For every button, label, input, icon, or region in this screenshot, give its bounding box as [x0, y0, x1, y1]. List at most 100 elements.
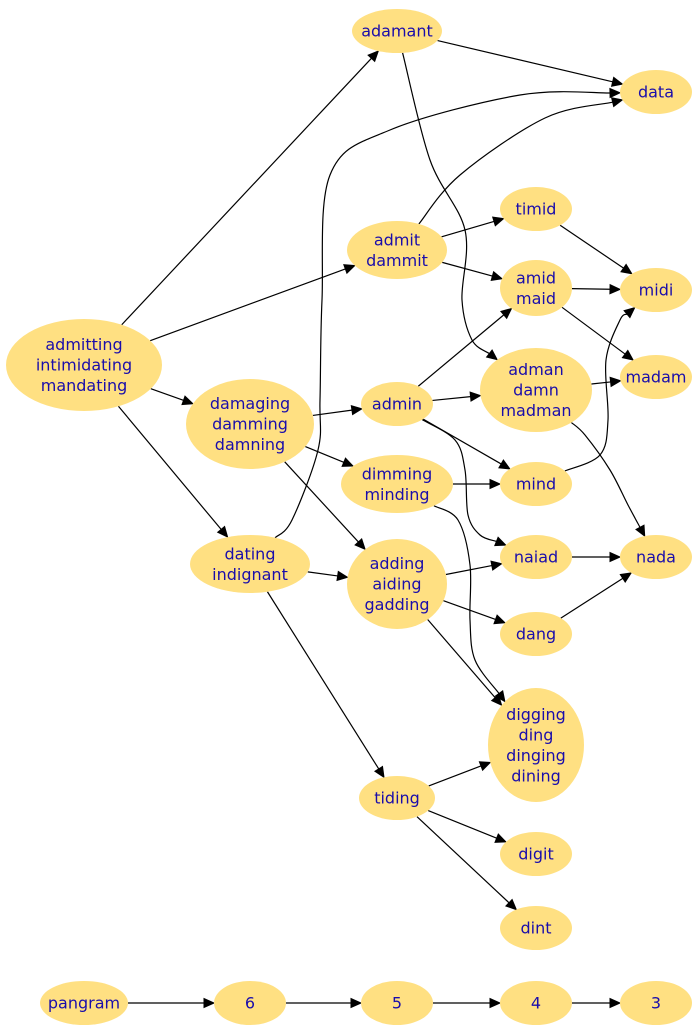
- edge-line: [428, 765, 482, 787]
- edge-dating-to-data: [274, 87, 622, 539]
- node-label: admin: [372, 395, 422, 414]
- node-label: admitting: [45, 335, 122, 354]
- node-label: ding: [519, 725, 554, 744]
- arrowhead: [494, 833, 508, 843]
- node-ellipse: [480, 348, 592, 432]
- node-ellipse: [620, 268, 692, 312]
- edge-dating-to-tiding: [266, 591, 385, 779]
- edge-line: [442, 261, 493, 277]
- node-label: 3: [651, 994, 661, 1013]
- node-label: admit: [374, 230, 420, 249]
- node-label: damning: [215, 435, 285, 454]
- edge-admit-to-amid: [442, 261, 504, 282]
- node-data: data: [620, 70, 692, 114]
- node-pangram: pangram: [40, 981, 128, 1025]
- node-label: midi: [639, 281, 674, 300]
- node-mind: mind: [500, 462, 572, 506]
- edges-layer: [117, 39, 646, 1009]
- arrowhead: [498, 459, 511, 470]
- node-nada: nada: [620, 535, 692, 579]
- arrowhead: [610, 76, 624, 87]
- arrowhead: [489, 478, 502, 490]
- edge-admin-to-naiad: [421, 419, 507, 547]
- node-label: madam: [626, 368, 687, 387]
- arrowhead: [621, 349, 635, 361]
- edge-tiding-to-dint: [416, 816, 518, 911]
- edge-line: [307, 571, 338, 577]
- edge-timid-to-midi: [559, 224, 633, 275]
- node-label: damaging: [210, 394, 290, 413]
- edge-line: [266, 591, 380, 770]
- edge-pangram-to-n6: [128, 997, 216, 1009]
- arrowhead: [216, 525, 229, 539]
- edge-adman-to-madam: [591, 376, 622, 388]
- node-label: adamant: [361, 22, 433, 41]
- arrowhead: [610, 97, 624, 108]
- node-digit: digit: [500, 832, 572, 876]
- edge-adding-to-digging: [427, 619, 503, 707]
- edge-n4-to-n3: [572, 997, 622, 1009]
- arrowhead: [493, 614, 507, 625]
- edge-adman-to-nada: [571, 422, 646, 538]
- arrowhead: [609, 87, 622, 99]
- edge-line: [559, 224, 624, 269]
- node-ellipse: [186, 379, 314, 469]
- edge-admitting-to-admit: [149, 264, 356, 342]
- edge-line: [437, 39, 613, 83]
- node-label: pangram: [48, 994, 120, 1013]
- node-ellipse: [500, 981, 572, 1025]
- node-dang: dang: [500, 612, 572, 656]
- arrowhead: [635, 524, 646, 538]
- node-label: damn: [513, 381, 559, 400]
- node-label: aiding: [372, 575, 421, 594]
- edge-amid-to-madam: [561, 306, 635, 361]
- edge-line: [418, 101, 613, 225]
- node-label: intimidating: [36, 356, 132, 375]
- node-label: amid: [516, 268, 556, 287]
- edge-line: [445, 564, 492, 576]
- node-ellipse: [6, 319, 162, 411]
- edge-line: [571, 422, 641, 528]
- edge-admitting-to-damaging: [150, 388, 195, 406]
- edge-n5-to-n4: [433, 997, 502, 1009]
- node-label: nada: [636, 548, 676, 567]
- node-label: digit: [518, 845, 553, 864]
- node-label: data: [638, 83, 674, 102]
- edge-admin-to-amid: [417, 307, 513, 387]
- node-label: madman: [500, 401, 571, 420]
- node-label: damming: [212, 415, 288, 434]
- node-label: tiding: [374, 789, 420, 808]
- node-label: mandating: [41, 376, 128, 395]
- node-label: indignant: [212, 565, 288, 584]
- edge-line: [443, 600, 496, 621]
- edge-admit-to-timid: [441, 216, 505, 238]
- edge-line: [427, 810, 497, 839]
- arrowhead: [609, 283, 622, 295]
- edge-line: [121, 57, 372, 326]
- edge-dimming-to-digging: [433, 505, 506, 703]
- arrowhead: [181, 395, 195, 406]
- edge-line: [402, 52, 490, 355]
- arrowhead: [373, 765, 385, 779]
- node-n6: 6: [214, 981, 286, 1025]
- node-ellipse: [347, 539, 447, 629]
- node-n4: 4: [500, 981, 572, 1025]
- node-ellipse: [500, 832, 572, 876]
- node-ellipse: [214, 981, 286, 1025]
- edge-line: [441, 220, 495, 238]
- arrowhead: [500, 307, 513, 320]
- node-label: digging: [506, 705, 566, 724]
- node-label: timid: [516, 200, 557, 219]
- edge-admit-to-data: [418, 97, 624, 225]
- arrowhead: [350, 997, 363, 1009]
- arrowhead: [469, 391, 482, 402]
- arrowhead: [203, 997, 216, 1009]
- node-label: dang: [516, 625, 556, 644]
- node-ellipse: [500, 612, 572, 656]
- edge-line: [312, 409, 353, 417]
